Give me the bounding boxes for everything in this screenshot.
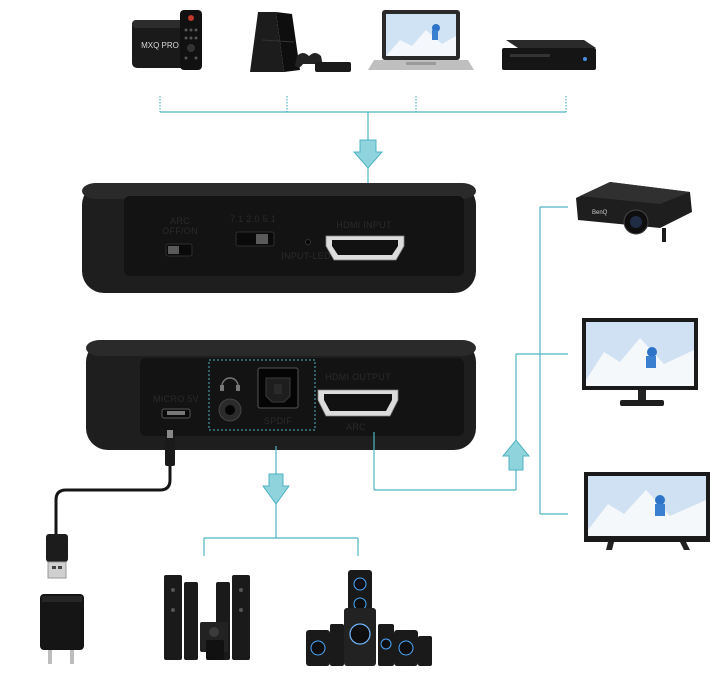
- input-led-icon: [305, 239, 311, 245]
- monitor-device: [582, 318, 698, 406]
- power-adapter-device: [40, 594, 84, 664]
- up-arrow-icon: [501, 439, 531, 471]
- headphone-icon: [220, 377, 240, 391]
- laptop-device: [368, 10, 474, 70]
- home-theater-speakers-device: [164, 575, 250, 660]
- projector-brand-text: BenQ: [592, 210, 608, 216]
- micro-usb-port[interactable]: [161, 408, 191, 419]
- tv-box-brand-text: MXQ PRO: [141, 41, 179, 50]
- source-connector-lines: [159, 96, 567, 112]
- arc-label: ARC: [346, 422, 366, 432]
- hdmi-output-label: HDMI OUTPUT: [325, 372, 391, 382]
- hdmi-input-port[interactable]: [325, 235, 405, 261]
- game-console-device: [250, 12, 351, 72]
- hdmi-output-port[interactable]: [317, 389, 399, 417]
- audio-jack-port[interactable]: [218, 398, 242, 422]
- usb-plug-icon: [46, 534, 68, 579]
- down-arrow-icon: [262, 473, 290, 505]
- tv-device: [584, 472, 710, 550]
- converter-output-side: MICRO 5V SPDIF HDMI OUTPUT ARC: [86, 340, 476, 450]
- arc-switch-states: OFF/ON: [162, 226, 198, 236]
- tv-box-device: MXQ PRO: [132, 10, 202, 70]
- converter-input-side: ARC OFF/ON 7.1 2.0 5.1 INPUT-LED HDMI IN…: [82, 183, 476, 293]
- power-cable: [54, 436, 172, 540]
- channel-switch-label: 7.1 2.0 5.1: [230, 214, 276, 224]
- hdmi-input-label: HDMI INPUT: [336, 220, 392, 230]
- projector-device: BenQ: [576, 182, 692, 242]
- speaker-system-device: [306, 570, 432, 666]
- spdif-optical-port[interactable]: [257, 367, 299, 409]
- audio-connector-lines: [203, 446, 359, 556]
- arc-switch-label: ARC: [170, 216, 190, 226]
- micro-usb-plug-icon: [165, 430, 175, 466]
- channel-switch[interactable]: [235, 231, 275, 247]
- micro-usb-label: MICRO 5V: [153, 394, 199, 404]
- display-connector-lines: [373, 206, 568, 515]
- input-led-label: INPUT-LED: [281, 251, 331, 261]
- spdif-label: SPDIF: [264, 416, 292, 426]
- down-arrow-icon: [352, 139, 384, 169]
- arc-switch[interactable]: [165, 243, 193, 257]
- media-player-device: [502, 40, 596, 70]
